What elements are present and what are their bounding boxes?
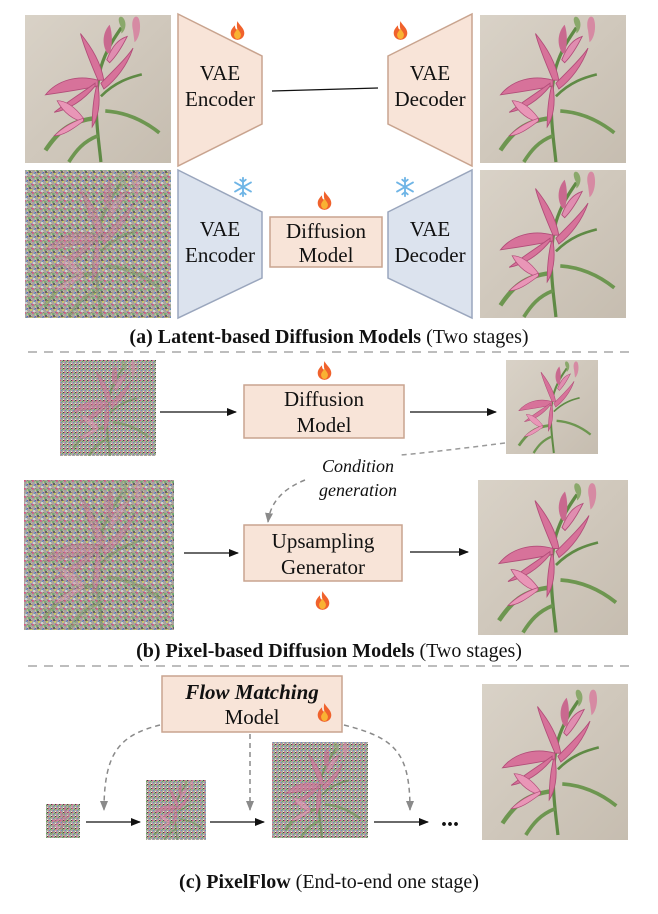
encoder-label-line2: Encoder bbox=[185, 243, 255, 267]
stage-image-3 bbox=[272, 742, 368, 838]
final-output-image bbox=[482, 684, 628, 840]
caption-b: (b) Pixel-based Diffusion Models (Two st… bbox=[136, 640, 522, 662]
condition-arrow bbox=[265, 479, 306, 523]
diffusion-label-line2: Model bbox=[297, 413, 352, 437]
snowflake-icon bbox=[396, 176, 414, 198]
latent-diffusion-model-box: Diffusion Model bbox=[269, 216, 383, 268]
encoder-label-line1: VAE bbox=[200, 217, 240, 241]
snowflake-icon bbox=[234, 176, 252, 198]
fire-icon bbox=[393, 21, 408, 40]
decoder-label-line2: Decoder bbox=[394, 243, 465, 267]
input-image-noisy-small bbox=[60, 360, 156, 456]
input-image-clean bbox=[25, 15, 171, 163]
condition-label-line1: Condition bbox=[322, 456, 394, 476]
decoder-label-line2: Decoder bbox=[394, 87, 465, 111]
flow-matching-model-box: Flow Matching Model bbox=[161, 675, 343, 733]
vae-encoder-frozen: VAE Encoder bbox=[177, 168, 263, 320]
fire-icon bbox=[230, 21, 245, 40]
upsampling-generator-box: Upsampling Generator bbox=[243, 524, 403, 582]
encoder-label-line2: Encoder bbox=[185, 87, 255, 111]
guide-arrow bbox=[343, 724, 414, 811]
model-label-line2: Model bbox=[225, 705, 280, 729]
section-pixelflow: Flow Matching Model ... (c) Pixel bbox=[46, 675, 628, 893]
encoder-label-line1: VAE bbox=[200, 61, 240, 85]
upsampler-label-line1: Upsampling bbox=[272, 529, 375, 553]
caption-c: (c) PixelFlow (End-to-end one stage) bbox=[179, 871, 479, 893]
fire-icon bbox=[317, 191, 332, 210]
diffusion-label-line1: Diffusion bbox=[284, 387, 365, 411]
upsampler-label-line2: Generator bbox=[281, 555, 365, 579]
ellipsis: ... bbox=[441, 806, 459, 832]
diffusion-label-line2: Model bbox=[299, 243, 354, 267]
condition-arrow-top bbox=[399, 442, 506, 456]
caption-a: (a) Latent-based Diffusion Models (Two s… bbox=[129, 326, 528, 348]
decoder-label-line1: VAE bbox=[410, 217, 450, 241]
output-image-generated bbox=[480, 170, 626, 318]
output-image-low-res bbox=[506, 360, 598, 454]
pixel-diffusion-model-box: Diffusion Model bbox=[243, 384, 405, 439]
decoder-label-line1: VAE bbox=[410, 61, 450, 85]
diffusion-label-line1: Diffusion bbox=[286, 219, 367, 243]
fire-icon bbox=[317, 361, 332, 380]
vae-encoder-trainable: VAE Encoder bbox=[177, 12, 263, 168]
input-image-noisy bbox=[25, 170, 171, 318]
vae-decoder-trainable: VAE Decoder bbox=[387, 12, 473, 168]
output-image-reconstructed bbox=[480, 15, 626, 163]
model-label-line1: Flow Matching bbox=[184, 680, 319, 704]
latent-connection-line bbox=[271, 87, 379, 92]
fire-icon bbox=[315, 591, 330, 610]
vae-decoder-frozen: VAE Decoder bbox=[387, 168, 473, 320]
condition-label-line2: generation bbox=[319, 480, 397, 500]
input-image-noisy-large bbox=[24, 480, 174, 630]
stage-image-1 bbox=[46, 804, 80, 838]
output-image-high-res bbox=[478, 480, 628, 635]
guide-arrow bbox=[100, 724, 161, 811]
section-latent: VAE Encoder VAE Decoder VAE Encoder bbox=[25, 12, 626, 348]
section-pixel: Diffusion Model Condition generation Ups… bbox=[24, 360, 628, 662]
stage-image-2 bbox=[146, 780, 206, 840]
